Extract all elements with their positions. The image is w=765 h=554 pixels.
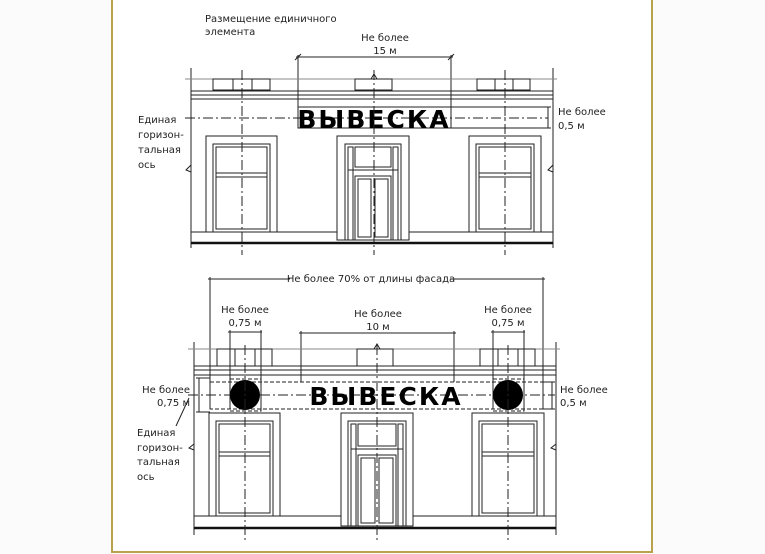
top-facade: Размещение единичного элемента Не более … bbox=[138, 14, 606, 255]
top-axis-label-2: горизон- bbox=[138, 130, 184, 141]
top-width-dim-line1: Не более bbox=[361, 33, 409, 44]
bottom-center-dim-line2: 10 м bbox=[366, 322, 389, 333]
bottom-right-height-line2: 0,5 м bbox=[560, 398, 587, 409]
bottom-right-height-line1: Не более bbox=[560, 385, 608, 396]
bottom-right-window bbox=[471, 412, 545, 517]
top-axis-label-1: Единая bbox=[138, 115, 176, 126]
bottom-right-dim-line1: Не более bbox=[484, 305, 532, 316]
bottom-sign-text: ВЫВЕСКА bbox=[309, 382, 462, 411]
top-sign-text: ВЫВЕСКА bbox=[297, 105, 450, 134]
bottom-left-height-line1: Не более bbox=[142, 385, 190, 396]
top-title-line2: элемента bbox=[205, 27, 255, 38]
top-height-dim-line1: Не более bbox=[558, 107, 606, 118]
bottom-left-dim-line2: 0,75 м bbox=[229, 318, 262, 329]
top-title-line1: Размещение единичного bbox=[205, 14, 337, 25]
bottom-left-window bbox=[208, 412, 281, 517]
top-axis-label-4: ось bbox=[138, 160, 156, 171]
top-height-dim-line2: 0,5 м bbox=[558, 121, 585, 132]
bottom-left-height-line2: 0,75 м bbox=[157, 398, 190, 409]
bottom-left-dim-line1: Не более bbox=[221, 305, 269, 316]
top-door bbox=[336, 135, 410, 241]
bottom-axis-label-2: горизон- bbox=[137, 443, 183, 454]
top-axis-label-3: тальная bbox=[138, 145, 181, 156]
page-frame bbox=[111, 0, 653, 553]
bottom-axis-label-1: Единая bbox=[137, 428, 175, 439]
bottom-axis-label-4: ось bbox=[137, 472, 155, 483]
bottom-facade-dim: Не более 70% от длины фасада bbox=[287, 274, 455, 285]
bottom-right-dim-line2: 0,75 м bbox=[492, 318, 525, 329]
top-width-dim-line2: 15 м bbox=[373, 46, 396, 57]
bottom-facade: Не более 70% от длины фасада Не более 0,… bbox=[137, 274, 608, 540]
bottom-axis-label-3: тальная bbox=[137, 457, 180, 468]
bottom-center-dim-line1: Не более bbox=[354, 309, 402, 320]
